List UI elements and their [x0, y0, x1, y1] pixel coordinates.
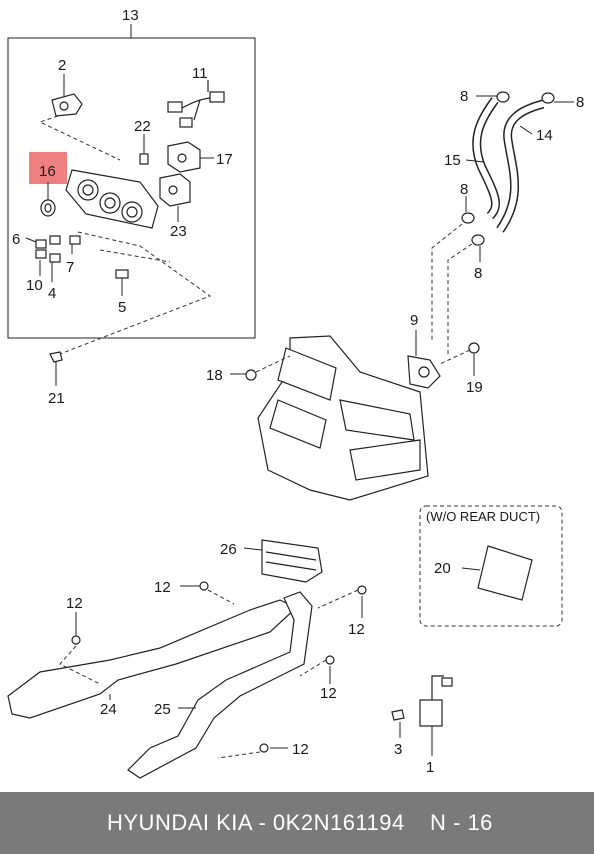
- part-11-wire-harness: [167, 80, 225, 128]
- screws-part-12: [71, 581, 367, 753]
- callout-8-bottom: 8: [474, 265, 482, 282]
- callout-9: 9: [410, 312, 418, 329]
- callout-4: 4: [48, 285, 56, 302]
- callout-12-bottom: 12: [292, 741, 309, 758]
- highlighted-part-marker: [29, 152, 67, 184]
- part-17-actuator: [167, 141, 201, 173]
- duct-leader-lines: [59, 589, 359, 759]
- callout-13: 13: [122, 7, 139, 24]
- callout-20: 20: [434, 560, 451, 577]
- callout-23: 23: [170, 223, 187, 240]
- heater-unit: [257, 335, 429, 501]
- callout-12-upper-right: 12: [348, 621, 365, 638]
- hoses-14-15: [472, 97, 545, 233]
- heater-control-panel: [65, 169, 159, 229]
- small-parts: [35, 235, 129, 279]
- part-23-actuator: [159, 173, 191, 207]
- part-26-duct-connector: [261, 539, 323, 583]
- callout-12-left: 12: [66, 595, 83, 612]
- callout-16: 16: [39, 163, 56, 180]
- unit-leader-lines: [255, 349, 471, 373]
- callout-22: 22: [134, 118, 151, 135]
- callout-3: 3: [394, 741, 402, 758]
- callout-25: 25: [154, 701, 171, 718]
- brand-part-number: HYUNDAI KIA - 0K2N161194: [107, 810, 405, 835]
- part-21-screw: [49, 351, 63, 363]
- knob-part-16: [40, 199, 56, 217]
- callout-5: 5: [118, 299, 126, 316]
- part-1-sensor: [419, 675, 453, 727]
- callout-8-top-left: 8: [460, 88, 468, 105]
- rear-duct-25: [127, 591, 313, 779]
- footer-bar: HYUNDAI KIA - 0K2N161194 N - 16: [0, 792, 594, 854]
- part-9-valve: [407, 355, 441, 389]
- part-22-screw: [139, 153, 149, 165]
- callout-19: 19: [466, 379, 483, 396]
- wo-rear-duct-inset: (W/O REAR DUCT): [419, 505, 563, 627]
- callout-18: 18: [206, 367, 223, 384]
- callout-6: 6: [12, 231, 20, 248]
- callout-2: 2: [58, 57, 66, 74]
- diagram-position: N - 16: [430, 810, 493, 835]
- callout-21: 21: [48, 390, 65, 407]
- callout-8-top-right: 8: [576, 94, 584, 111]
- callout-leaders: [25, 74, 574, 756]
- callout-1: 1: [426, 759, 434, 776]
- part-2-switch: [51, 93, 83, 117]
- callout-10: 10: [26, 277, 43, 294]
- parts-diagram: (W/O REAR DUCT): [7, 7, 584, 779]
- callout-11: 11: [192, 65, 208, 82]
- control-assembly-box: [7, 24, 256, 339]
- callout-26: 26: [220, 541, 237, 558]
- callout-12-upper-left: 12: [154, 579, 171, 596]
- callout-7: 7: [66, 259, 74, 276]
- callout-numbers: 13 2 11 22 16 17 6 7 23 10 4 5 21 8 8 14…: [12, 7, 584, 776]
- part-3-screw: [391, 709, 405, 721]
- rear-duct-24: [7, 599, 298, 719]
- leader-lines-dashed: [38, 115, 212, 355]
- screws-18-19: [245, 342, 480, 381]
- callout-15: 15: [444, 152, 461, 169]
- pipe-leader-lines: [431, 223, 473, 356]
- callout-14: 14: [536, 127, 553, 144]
- callout-8-middle: 8: [460, 181, 468, 198]
- callout-12-middle: 12: [320, 685, 337, 702]
- callout-24: 24: [100, 701, 117, 718]
- callout-17: 17: [216, 151, 233, 168]
- wo-rear-duct-label: (W/O REAR DUCT): [426, 509, 540, 524]
- clamps-part-8: [461, 91, 555, 246]
